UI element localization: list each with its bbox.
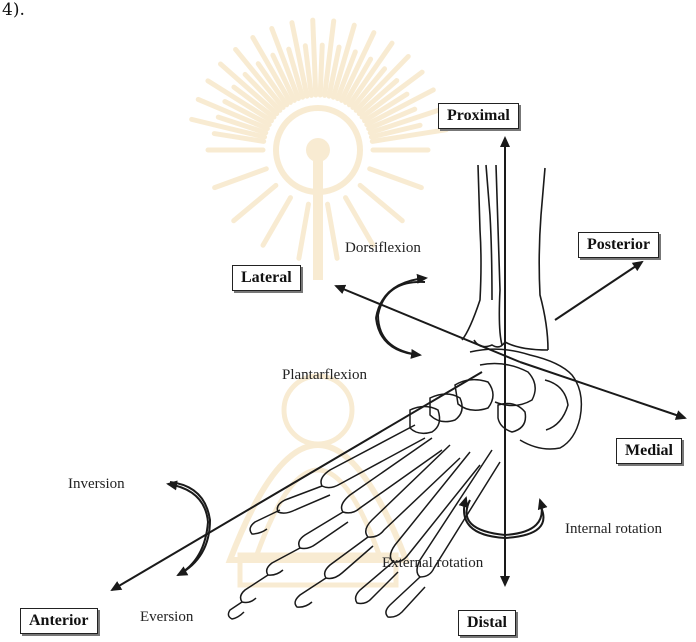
label-medial: Medial xyxy=(616,438,682,464)
watermark-ray xyxy=(263,198,291,246)
watermark-ray xyxy=(346,198,374,246)
plantarflexion-arc xyxy=(378,282,425,355)
label-inversion: Inversion xyxy=(68,476,125,493)
watermark-ray xyxy=(328,204,338,258)
medial-arrow xyxy=(520,362,685,418)
label-plantarflexion: Plantarflexion xyxy=(282,367,367,384)
label-distal: Distal xyxy=(458,610,516,636)
eversion-arc xyxy=(170,482,210,575)
label-lateral: Lateral xyxy=(232,265,301,291)
label-internal-rotation: Internal rotation xyxy=(565,521,662,538)
label-dorsiflexion: Dorsiflexion xyxy=(345,240,421,257)
rotation-arcs xyxy=(168,278,543,575)
watermark-ray xyxy=(299,204,309,258)
watermark-ray xyxy=(234,185,276,220)
watermark-ray xyxy=(360,185,402,220)
label-proximal: Proximal xyxy=(438,103,519,129)
label-anterior: Anterior xyxy=(20,608,98,634)
label-posterior: Posterior xyxy=(578,232,659,258)
external-rotation-arc xyxy=(464,498,543,538)
label-eversion: Eversion xyxy=(140,609,193,626)
label-external-rotation: External rotation xyxy=(382,555,483,572)
posterior-arrow xyxy=(555,262,642,320)
foot-bones xyxy=(228,349,581,619)
watermark-ray xyxy=(215,169,267,188)
watermark-ray xyxy=(320,45,322,95)
watermark-ray xyxy=(370,169,422,188)
watermark-ray xyxy=(313,20,316,95)
caption-fragment: 4). xyxy=(2,0,25,20)
